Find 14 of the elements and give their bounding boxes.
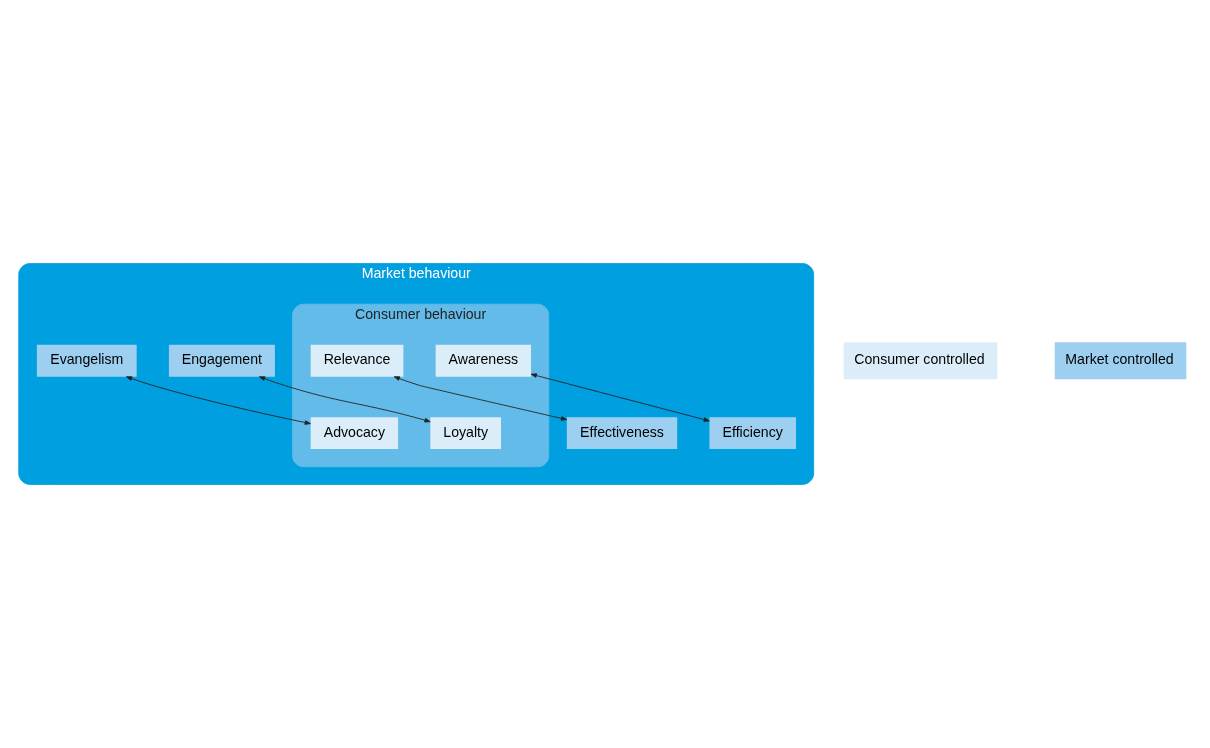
node-box: Engagement [168,344,275,377]
legend-label: Market controlled [1065,351,1174,368]
node-box: Advocacy [310,417,399,450]
arrow [393,376,568,421]
node-box: Effectiveness [566,417,678,450]
node-box: Efficiency [709,417,796,450]
arrow [259,376,431,423]
node-box: Evangelism [36,344,137,377]
node-box: Loyalty [430,417,501,450]
node-box: Awareness [435,344,532,377]
arrow [530,373,710,422]
arrow [126,376,311,425]
node-box: Relevance [310,344,404,377]
legend-label: Consumer controlled [854,351,985,368]
